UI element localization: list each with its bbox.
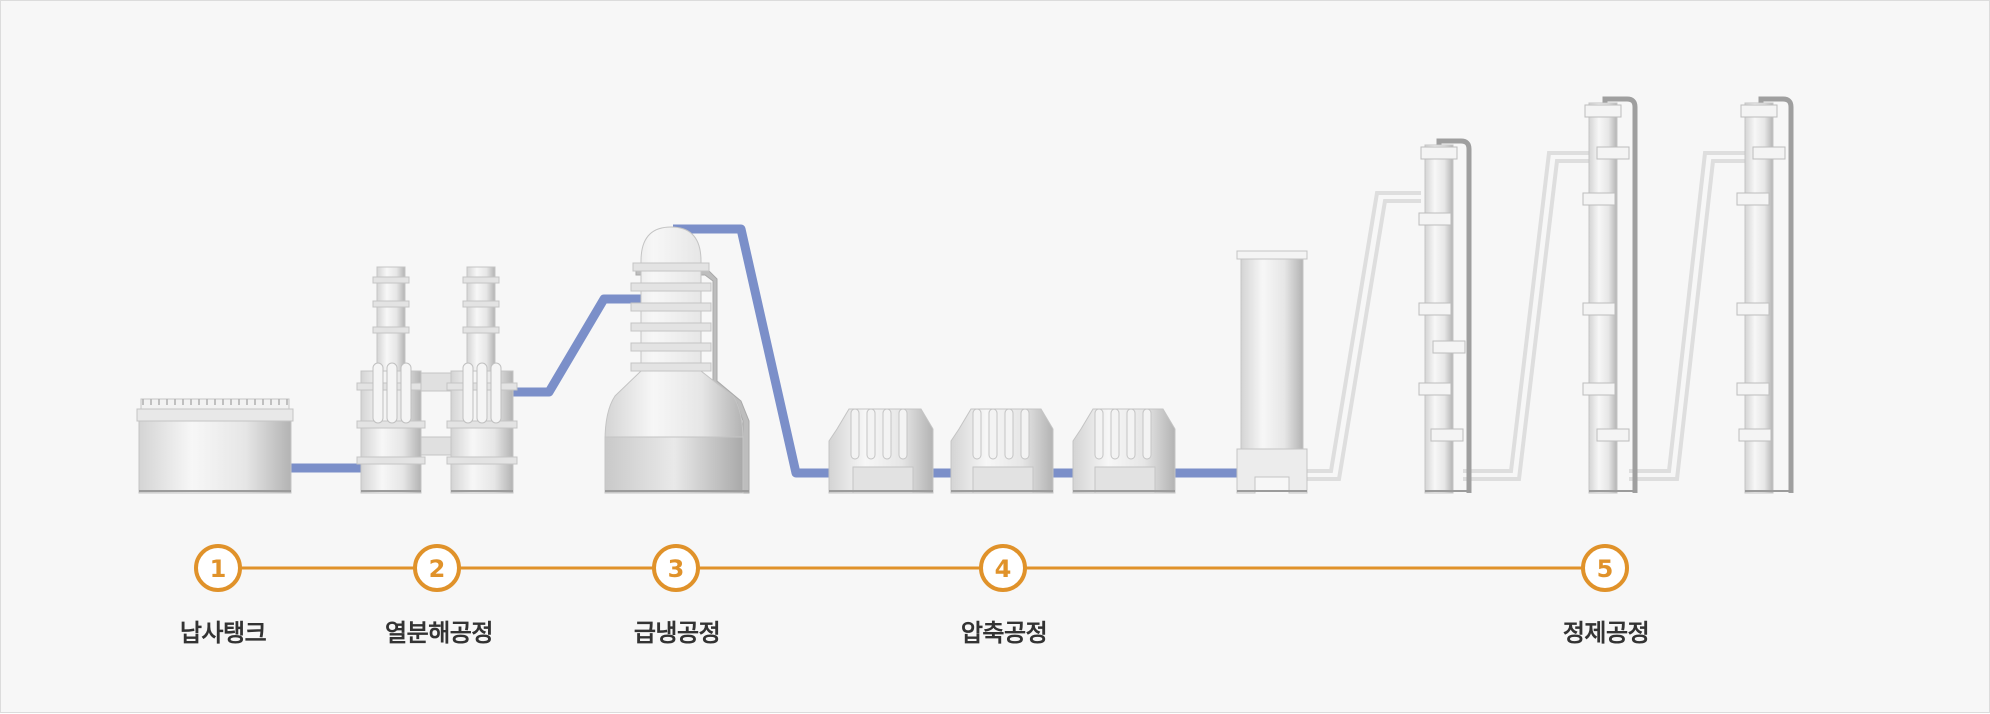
furnace-connector (420, 372, 452, 456)
naphtha-tank (136, 398, 294, 494)
step-label-naphtha-tank: 납사탱크 (179, 619, 267, 647)
step-number-4: 4 (995, 555, 1012, 583)
distillation-column-3 (1736, 96, 1794, 494)
compressor-2 (950, 408, 1054, 494)
compressor-1 (828, 408, 934, 494)
step-marker-1: 1 (194, 544, 242, 592)
quench-tower (604, 226, 750, 494)
blue-pipeline (289, 224, 1239, 478)
step-label-purification: 정제공정 (1562, 619, 1650, 647)
step-number-2: 2 (429, 555, 446, 583)
step-marker-3: 3 (652, 544, 700, 592)
compressor-3 (1072, 408, 1176, 494)
step-marker-2: 2 (413, 544, 461, 592)
step-label-cracking: 열분해공정 (385, 619, 493, 647)
distillation-column-1 (1418, 138, 1472, 494)
step-label-compression: 압축공정 (960, 619, 1048, 647)
step-number-3: 3 (668, 555, 685, 583)
step-number-1: 1 (210, 555, 227, 583)
cracking-furnace-left (356, 266, 426, 494)
distillation-column-2 (1582, 96, 1638, 494)
step-marker-4: 4 (979, 544, 1027, 592)
gray-piping (1303, 151, 1746, 481)
step-marker-5: 5 (1581, 544, 1629, 592)
cracking-furnace-right (446, 266, 518, 494)
step-number-5: 5 (1597, 555, 1614, 583)
separator-vessel (1236, 250, 1308, 494)
step-label-quench: 급냉공정 (633, 619, 721, 647)
